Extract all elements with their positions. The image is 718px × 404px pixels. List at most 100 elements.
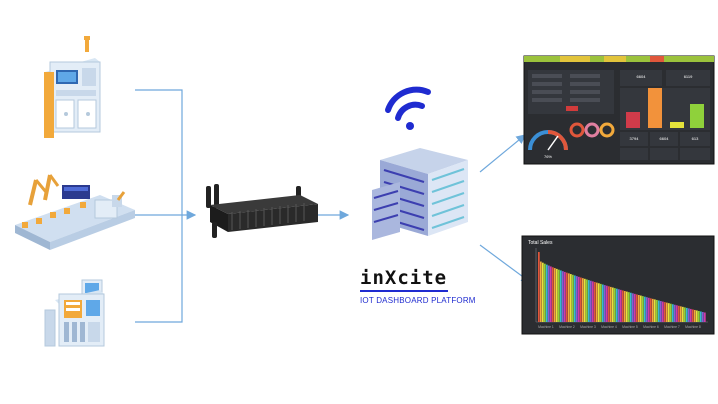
dashboard-2-bar (668, 303, 670, 322)
dashboard-2-bar (610, 286, 612, 322)
x-label-1: Machine 1 (538, 325, 554, 329)
dashboard-2-bar (636, 294, 638, 322)
dashboard-2-title: Total Sales (528, 240, 553, 246)
dashboard-2-bar (566, 272, 568, 322)
dashboard-2-bar (678, 305, 680, 322)
dashboard-2-bar (598, 283, 600, 322)
dashboard-2-bar (594, 282, 596, 322)
dashboard-2-bar (642, 296, 644, 322)
dashboard-2: Total Sales Machine 1 Machine 2 Machine … (521, 235, 715, 335)
stat-value-2: 6119 (684, 74, 693, 79)
dashboard-2-bar (582, 278, 584, 322)
stat-value-5: 613 (692, 136, 699, 141)
dashboard-2-bar (656, 299, 658, 322)
x-label-8: Machine 8 (685, 325, 701, 329)
dashboard-2-bar (578, 276, 580, 322)
dashboard-1: 76% 6604 6119 3794 6604 613 (523, 55, 715, 165)
dashboard-2-bar (680, 306, 682, 322)
dashboard-2-bar (622, 290, 624, 322)
brand-block: inXcite IOT DASHBOARD PLATFORM (360, 268, 490, 305)
dashboard-2-bars (538, 252, 706, 322)
dashboard-2-bar (626, 291, 628, 322)
dashboard-2-bar (538, 252, 540, 322)
dashboard-2-bar (692, 309, 694, 322)
x-label-5: Machine 5 (622, 325, 638, 329)
dashboard-2-bar (556, 268, 558, 322)
wifi-icon (385, 86, 431, 130)
dashboard-2-bar (616, 288, 618, 322)
dashboard-2-bar (588, 280, 590, 322)
dashboard-2-bar (702, 311, 704, 322)
x-label-2: Machine 2 (559, 325, 575, 329)
dashboard-2-bar (552, 267, 554, 322)
connector-panel-to-gateway (135, 215, 183, 323)
dashboard-2-bar (574, 275, 576, 322)
dashboard-2-bar (584, 278, 586, 322)
control-panel-icon (44, 279, 105, 347)
dashboard-2-bar (660, 301, 662, 322)
connector-cabinet-to-gateway (135, 89, 183, 215)
dashboard-2-bar (704, 312, 706, 322)
dashboard-2-bar (690, 308, 692, 322)
x-label-4: Machine 4 (601, 325, 617, 329)
connector-server-to-dashboard-1 (479, 134, 526, 173)
server-stack-icon (372, 148, 468, 240)
dashboard-2-bar (628, 292, 630, 322)
dashboard-2-bar (540, 261, 542, 322)
dashboard-2-bar (560, 270, 562, 322)
dashboard-2-bar (624, 291, 626, 322)
dashboard-2-bar (698, 310, 700, 322)
dashboard-2-bar (664, 302, 666, 322)
x-label-6: Machine 6 (643, 325, 659, 329)
dashboard-2-bar (638, 295, 640, 322)
assembly-line-icon (15, 174, 135, 250)
dashboard-2-bar (572, 274, 574, 322)
dashboard-2-bar (688, 308, 690, 322)
dashboard-2-bar (602, 284, 604, 322)
dashboard-2-bar (618, 289, 620, 322)
dashboard-2-bar (596, 282, 598, 322)
dashboard-2-bar (666, 302, 668, 322)
brand-underline (360, 290, 448, 292)
dashboard-2-bar (554, 268, 556, 322)
dashboard-2-bar (580, 277, 582, 322)
dashboard-2-bar (670, 303, 672, 322)
dashboard-2-bar (576, 276, 578, 322)
dashboard-2-bar (646, 297, 648, 322)
dashboard-2-bar (632, 293, 634, 322)
dashboard-2-bar (562, 271, 564, 322)
stat-value-4: 6604 (660, 136, 670, 141)
dashboard-2-bar (592, 281, 594, 322)
dashboard-2-bar (696, 310, 698, 322)
dashboard-2-bar (620, 289, 622, 322)
dashboard-2-bar (614, 288, 616, 322)
brand-name: inXcite (360, 267, 448, 289)
dashboard-2-bar (648, 297, 650, 322)
dashboard-2-bar (600, 283, 602, 322)
dashboard-2-bar (608, 286, 610, 322)
dashboard-2-bar (658, 300, 660, 322)
dashboard-2-bar (682, 306, 684, 322)
stat-value-3: 3794 (630, 136, 640, 141)
dashboard-2-bar (662, 301, 664, 322)
dashboard-2-bar (644, 296, 646, 322)
x-label-7: Machine 7 (664, 325, 680, 329)
dashboard-2-bar (640, 295, 642, 322)
brand-tagline: IOT DASHBOARD PLATFORM (360, 296, 476, 305)
connector-lines (135, 89, 531, 323)
dashboard-2-bar (604, 285, 606, 322)
x-label-3: Machine 3 (580, 325, 596, 329)
dashboard-2-bar (634, 293, 636, 322)
dashboard-2-bar (630, 292, 632, 322)
stat-value-1: 6604 (637, 74, 647, 79)
gauge-value-text: 76% (544, 154, 552, 159)
dashboard-2-bar (568, 273, 570, 322)
dashboard-2-bar (676, 305, 678, 322)
dashboard-2-bar (650, 298, 652, 322)
dashboard-2-bar (544, 263, 546, 322)
control-cabinet-icon (44, 36, 101, 138)
dashboard-2-bar (700, 311, 702, 322)
dashboard-2-bar (548, 265, 550, 322)
